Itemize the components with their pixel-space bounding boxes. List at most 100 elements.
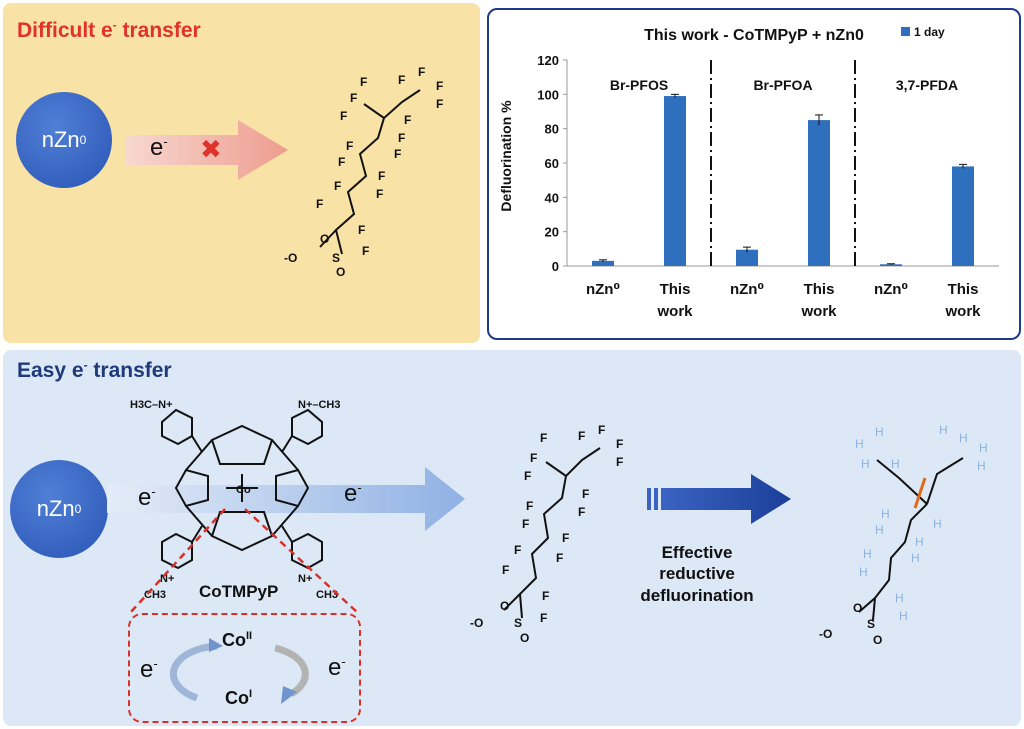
fluorine-atom: F — [398, 73, 405, 87]
legend-label: 1 day — [914, 25, 945, 39]
electron-label-right: e- — [344, 480, 362, 507]
hydrogen-atom: H — [863, 547, 872, 561]
bar — [880, 264, 902, 266]
fluorine-atom: F — [360, 75, 367, 89]
fluorine-atom: F — [616, 455, 623, 469]
bar — [952, 166, 974, 266]
cycle-callout-lines — [129, 508, 359, 614]
hydrogen-atom: H — [899, 609, 908, 623]
fluorine-atom: F — [404, 113, 411, 127]
cycle-electron-left: e- — [140, 656, 158, 683]
category-label: nZn⁰ — [586, 281, 620, 298]
pfos-molecule-top: S -O O O F F F F F F F F F F F F F F F F… — [284, 65, 443, 279]
fluorine-atom: F — [398, 131, 405, 145]
oxygen-anion: -O — [284, 251, 297, 265]
fluorine-atom: F — [530, 451, 537, 465]
fluorine-atom: F — [358, 223, 365, 237]
bar — [736, 249, 758, 266]
hydrogen-atom: H — [911, 551, 920, 565]
fluorine-atom: F — [540, 431, 547, 445]
group-label: Br-PFOA — [753, 77, 812, 93]
hydrogen-atom: H — [977, 459, 986, 473]
hydrogen-atom: H — [881, 507, 890, 521]
defluorination-bar-chart: This work - CoTMPyP + nZn0 1 day Defluor… — [498, 25, 999, 320]
methyl-bottom-right: CH3 — [316, 589, 338, 601]
fluorine-atom: F — [578, 505, 585, 519]
pyridinium-bottom-right: N+ — [298, 573, 312, 585]
chart-title: This work - CoTMPyP + nZn0 — [644, 27, 864, 44]
sulfur-atom: S — [514, 616, 522, 630]
fluorine-atom: F — [436, 97, 443, 111]
y-tick-label: 60 — [545, 156, 559, 171]
fluorine-atom: F — [526, 499, 533, 513]
fluorine-atom: F — [514, 543, 521, 557]
bar — [664, 96, 686, 266]
fluorine-atom: F — [316, 197, 323, 211]
fluorine-atom: F — [350, 91, 357, 105]
oxygen-atom: O — [320, 232, 329, 246]
defluorinated-product-molecule: S -O O O H H H H H H H H H H H H H H H H… — [819, 423, 988, 644]
hydrogen-atom: H — [895, 591, 904, 605]
defluorination-arrow — [647, 474, 791, 524]
hydrogen-atom: H — [891, 457, 900, 471]
oxygen-atom: O — [520, 631, 529, 642]
fluorine-atom: F — [598, 423, 605, 437]
y-tick-label: 80 — [545, 122, 559, 137]
hydrogen-atom: H — [939, 423, 948, 437]
fluorine-atom: F — [542, 589, 549, 603]
category-label: work — [800, 303, 837, 320]
fluorine-atom: F — [556, 551, 563, 565]
oxygen-atom: O — [853, 601, 862, 615]
fluorine-atom: F — [338, 155, 345, 169]
hydrogen-atom: H — [875, 523, 884, 537]
hydrogen-atom: H — [875, 425, 884, 439]
oxygen-atom: O — [336, 265, 345, 279]
category-label: This — [804, 281, 835, 298]
hydrogen-atom: H — [959, 431, 968, 445]
y-axis-label: Defluorination % — [498, 100, 514, 212]
redox-cycle-arrows — [169, 638, 309, 704]
category-label: nZn⁰ — [874, 281, 908, 298]
sulfur-atom: S — [867, 617, 875, 631]
defluorination-chart-panel — [487, 8, 1021, 340]
group-label: Br-PFOS — [610, 77, 668, 93]
category-label: work — [656, 303, 693, 320]
pfos-molecule-bottom: S -O O O F F F F F F F F F F F F F F F F… — [470, 423, 623, 642]
hydrogen-atom: H — [861, 457, 870, 471]
fluorine-atom: F — [540, 611, 547, 625]
electron-flow-arrow — [107, 467, 465, 531]
y-tick-label: 20 — [545, 225, 559, 240]
fluorine-atom: F — [394, 147, 401, 161]
y-tick-label: 40 — [545, 190, 559, 205]
bar — [592, 260, 614, 266]
fluorine-atom: F — [582, 487, 589, 501]
hydrogen-atom: H — [855, 437, 864, 451]
co-ii-label: CoII — [222, 630, 253, 650]
hydrogen-atom: H — [933, 517, 942, 531]
oxygen-atom: O — [873, 633, 882, 644]
y-tick-label: 100 — [537, 87, 559, 102]
cobalt-redox-cycle-box — [128, 613, 361, 723]
fluorine-atom: F — [346, 139, 353, 153]
category-label: work — [944, 303, 981, 320]
y-tick-label: 120 — [537, 53, 559, 68]
catalyst-name: CoTMPyP — [199, 582, 279, 601]
blocked-x-icon: ✖ — [200, 134, 222, 164]
difficult-transfer-title: Difficult e- transfer — [17, 18, 201, 42]
sulfur-atom: S — [332, 251, 340, 265]
pyridinium-top-right: N+–CH3 — [298, 399, 341, 411]
category-label: This — [948, 281, 979, 298]
category-label: This — [660, 281, 691, 298]
group-label: 3,7-PFDA — [896, 77, 958, 93]
pyridinium-top-left: H3C–N+ — [130, 399, 173, 411]
hydrogen-atom: H — [979, 441, 988, 455]
fluorine-atom: F — [616, 437, 623, 451]
fluorine-atom: F — [362, 244, 369, 258]
y-tick-label: 0 — [552, 259, 559, 274]
fluorine-atom: F — [578, 429, 585, 443]
co-i-label: CoI — [225, 688, 253, 708]
oxygen-anion: -O — [470, 616, 483, 630]
bar — [808, 120, 830, 266]
